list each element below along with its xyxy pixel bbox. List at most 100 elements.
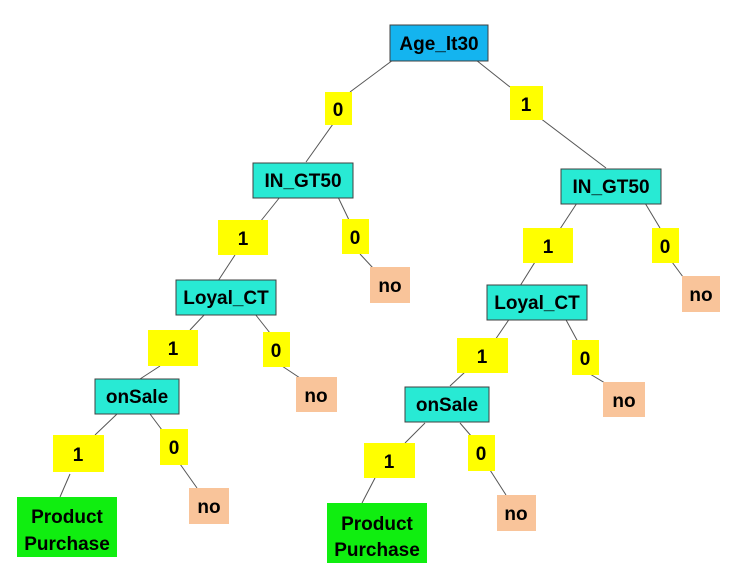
edge-label-loyal-left-yes: 1 (148, 330, 198, 366)
onsale-node-right-box (404, 386, 490, 423)
edge-label-loyal-right-no-text: 0 (580, 349, 591, 370)
line-label-1-to-onsale-right (449, 371, 466, 387)
edge-label-root-right-box (510, 86, 543, 120)
purchase-leaf-left: Product Purchase (17, 497, 117, 557)
edge-label-onsale-left-yes-box (53, 435, 104, 472)
loyal-node-left-box (175, 279, 277, 316)
edge-label-onsale-right-yes-text: 1 (384, 452, 395, 473)
line-in-left-to-label-1 (259, 196, 281, 223)
edge-label-income-right-no-text: 0 (660, 237, 671, 258)
line-onsale-left-to-label-1 (94, 413, 118, 436)
line-onsale-right-to-label-0 (459, 422, 473, 438)
purchase-leaf-left-line2: Purchase (24, 534, 110, 555)
line-label-1-to-purchase-left (59, 473, 71, 498)
no-leaf-onsale-right-box (497, 495, 536, 531)
purchase-leaf-right-line1: Product (341, 514, 413, 535)
edge-label-income-right-no-box (652, 228, 679, 263)
no-leaf-onsale-left: no (189, 488, 229, 524)
edge-label-loyal-left-no-text: 0 (271, 341, 282, 362)
edge-label-root-left-text: 0 (333, 100, 344, 121)
onsale-node-left: onSale (94, 378, 180, 415)
no-leaf-onsale-right-label: no (504, 504, 527, 525)
root-node-box (389, 24, 489, 62)
line-loyal-left-to-label-0 (254, 313, 271, 334)
income-node-right-box (560, 168, 662, 205)
edge-label-root-right-text: 1 (521, 95, 532, 116)
root-node-label: Age_lt30 (399, 34, 478, 55)
income-node-left: IN_GT50 (252, 162, 354, 199)
no-leaf-onsale-left-label: no (197, 497, 220, 518)
edge-label-onsale-right-no: 0 (468, 435, 495, 471)
edge-label-income-left-no: 0 (342, 219, 369, 254)
edge-label-income-right-no: 0 (652, 228, 679, 263)
edge-label-loyal-left-no: 0 (263, 332, 290, 367)
edge-label-loyal-left-no-box (263, 332, 290, 367)
loyal-node-right: Loyal_CT (486, 284, 588, 321)
edge-label-income-right-yes-box (523, 228, 573, 263)
line-label-0-to-in-left (305, 123, 334, 163)
edge-label-loyal-right-yes-text: 1 (477, 347, 488, 368)
loyal-node-left-label: Loyal_CT (183, 288, 269, 309)
onsale-node-right-label: onSale (416, 395, 478, 416)
line-loyal-right-to-label-0 (564, 317, 579, 343)
edge-label-root-right: 1 (510, 86, 543, 120)
loyal-node-left: Loyal_CT (175, 279, 277, 316)
line-in-left-to-label-0 (337, 196, 350, 221)
edge-label-onsale-right-yes-box (364, 443, 415, 478)
line-in-right-to-label-1 (559, 202, 578, 230)
onsale-node-left-box (94, 378, 180, 415)
edge-label-onsale-left-no-text: 0 (169, 438, 180, 459)
edge-label-root-left-box (325, 92, 352, 125)
edge-label-loyal-right-yes: 1 (457, 338, 508, 373)
edge-label-onsale-right-yes: 1 (364, 443, 415, 478)
edge-label-loyal-left-yes-text: 1 (168, 339, 179, 360)
line-onsale-left-to-label-0 (149, 413, 163, 431)
edge-label-income-right-yes: 1 (523, 228, 573, 263)
line-loyal-right-to-label-1 (494, 317, 511, 341)
line-loyal-left-to-label-1 (189, 313, 206, 331)
edge-label-onsale-left-no: 0 (160, 429, 188, 465)
no-leaf-income-right: no (682, 276, 720, 312)
line-label-0-to-no-loyal-left (281, 365, 301, 379)
line-label-0-to-no-onsale-right (489, 469, 507, 496)
income-node-right-label: IN_GT50 (572, 177, 649, 198)
root-node: Age_lt30 (389, 24, 489, 62)
no-leaf-income-right-label: no (689, 285, 712, 306)
edge-label-onsale-right-no-box (468, 435, 495, 471)
edge-label-onsale-left-no-box (160, 429, 188, 465)
purchase-leaf-left-line1: Product (31, 507, 103, 528)
edge-label-income-left-yes: 1 (218, 220, 268, 255)
income-node-left-box (252, 162, 354, 199)
edge-label-loyal-right-no-box (572, 340, 599, 375)
no-leaf-income-left-label: no (378, 276, 401, 297)
purchase-leaf-right: Product Purchase (327, 503, 427, 563)
no-leaf-loyal-left-label: no (304, 386, 327, 407)
edge-label-onsale-left-yes: 1 (53, 435, 104, 472)
line-label-1-to-purchase-right (361, 477, 376, 504)
edge-label-loyal-right-no: 0 (572, 340, 599, 375)
onsale-node-right: onSale (404, 386, 490, 423)
line-root-to-label-1 (475, 59, 511, 88)
no-leaf-income-left-box (370, 267, 410, 303)
loyal-node-right-label: Loyal_CT (494, 293, 580, 314)
edge-label-income-right-yes-text: 1 (543, 237, 554, 258)
line-label-0-to-no-onsale-left (179, 463, 198, 489)
edge-label-onsale-right-no-text: 0 (476, 444, 487, 465)
purchase-leaf-right-line2: Purchase (334, 540, 420, 561)
edge-label-income-left-yes-box (218, 220, 268, 255)
purchase-leaf-left-box (17, 497, 117, 557)
edge-label-income-left-no-box (342, 219, 369, 254)
line-onsale-right-to-label-1 (404, 422, 426, 444)
income-node-right: IN_GT50 (560, 168, 662, 205)
line-label-0-to-no-loyal-right (589, 373, 606, 384)
line-label-1-to-loyal-left (217, 254, 236, 282)
income-node-left-label: IN_GT50 (264, 171, 341, 192)
edge-label-loyal-right-yes-box (457, 338, 508, 373)
connector-lines (59, 59, 687, 504)
no-leaf-loyal-left: no (296, 377, 337, 412)
edge-label-root-left: 0 (325, 92, 352, 125)
edge-label-income-left-no-text: 0 (350, 228, 361, 249)
edge-label-loyal-left-yes-box (148, 330, 198, 366)
edge-label-income-left-yes-text: 1 (238, 229, 249, 250)
